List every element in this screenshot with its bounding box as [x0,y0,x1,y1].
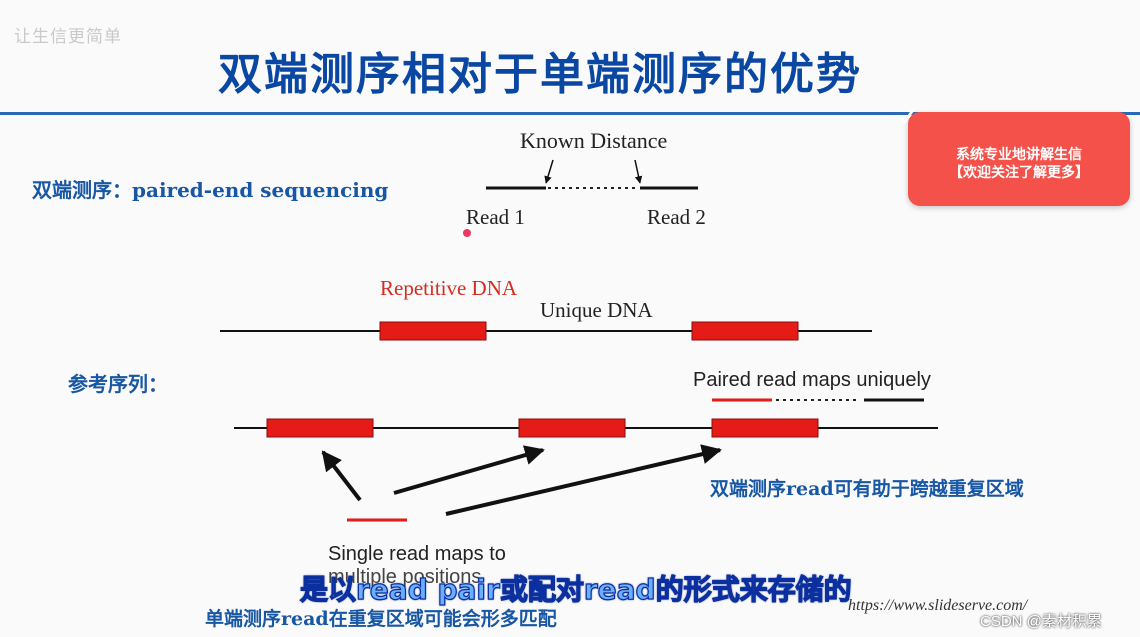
arrow-to-repeat-2 [393,445,545,495]
source-url[interactable]: https://www.slideserve.com/ [848,597,1028,614]
badge-line-2: 【欢迎关注了解更多】 [949,165,1089,181]
follow-badge[interactable] [908,112,1130,206]
paired-caption: 双端测序read可有助于跨越重复区域 [710,474,1024,501]
top-watermark: 让生信更简单 [14,27,122,47]
paired-caption-text: 双端测序read可有助于跨越重复区域 [710,478,1024,500]
paired-end-label: 双端测序：paired-end sequencing [32,178,389,202]
known-distance-label: Known Distance [520,128,668,153]
unique-dna-label: Unique DNA [540,298,653,322]
reference-repeat-2 [518,418,626,438]
slide-title: 双端测序相对于单端测序的优势 [218,49,862,100]
arrow-to-repeat-3 [445,444,722,516]
known-distance-arrow-right [634,159,643,184]
read1-label: Read 1 [466,205,525,229]
badge-line-1: 系统专业地讲解生信 [956,147,1082,163]
paired-read-label: Paired read maps uniquely [693,369,931,391]
known-distance-arrow-left [544,159,554,184]
single-read-label-2: multiple positions [328,566,482,588]
genome-repeat-2 [691,321,799,341]
read2-label: Read 2 [647,205,706,229]
reference-repeat-3 [711,418,819,438]
cursor-dot [463,229,471,237]
reference-repeat-1 [266,418,374,438]
check-icon: ✓ [896,100,922,135]
genome-repeat-1 [379,321,487,341]
video-subtitle: 是以read pair或配对read的形式来存储的 [299,572,852,606]
follow-badge-text: 系统专业地讲解生信 【欢迎关注了解更多】 [918,146,1120,182]
arrow-to-repeat-1 [321,450,362,502]
single-read-label-1: Single read maps to [328,543,506,565]
single-end-caption: 单端测序read在重复区域可能会形多匹配 [205,608,557,630]
title-divider [0,112,1140,115]
footer-watermark: CSDN @素材积累 [980,613,1102,630]
repetitive-dna-label: Repetitive DNA [380,276,518,300]
reference-label: 参考序列： [68,372,168,396]
